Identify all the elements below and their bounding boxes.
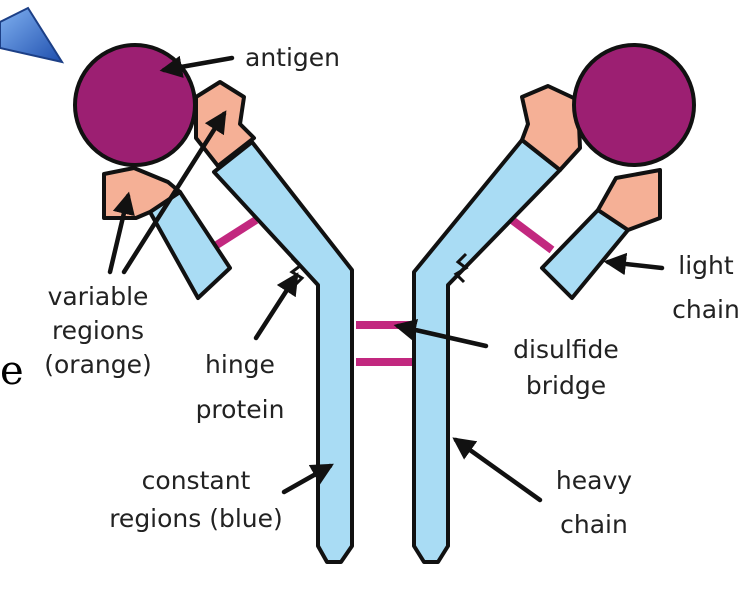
hinge-left [289, 256, 305, 288]
blue-pointer-arrow [0, 6, 65, 64]
pointer-constant [281, 463, 334, 495]
disulfide-bridge-right-arm [509, 216, 555, 254]
label-light-line2: chain [672, 295, 740, 324]
label-constant-line1: constant [142, 466, 251, 495]
label-variable-line3: (orange) [44, 350, 152, 379]
pointer-antigen [159, 55, 235, 78]
variable-region-right-light [596, 168, 662, 232]
label-antigen: antigen [245, 43, 340, 72]
label-constant-line2: regions (blue) [109, 504, 283, 533]
pointer-variable-heavy [121, 110, 227, 275]
label-hinge-line2: protein [196, 395, 285, 424]
pointer-hinge [253, 272, 299, 341]
antigen-right [572, 43, 696, 167]
label-disulfide-line2: bridge [526, 371, 606, 400]
heavy-chain-right [412, 138, 562, 564]
label-variable-line2: regions [52, 316, 144, 345]
label-pointers [107, 55, 665, 503]
pointer-light-chain [603, 252, 665, 276]
cut-off-edge-text: e [0, 348, 24, 394]
pointer-disulfide [393, 319, 489, 349]
antigen-left [73, 43, 197, 167]
pointer-variable-light [107, 191, 135, 275]
heavy-chain-left [212, 140, 354, 564]
hinge-right [453, 252, 469, 284]
pointer-heavy-chain [452, 437, 543, 503]
disulfide-bridge-left-arm [209, 216, 259, 252]
label-hinge-line1: hinge [205, 350, 275, 379]
label-heavy-line1: heavy [556, 466, 632, 495]
disulfide-bridges [209, 216, 555, 366]
label-light-line1: light [678, 251, 734, 280]
label-variable-line1: variable [48, 282, 149, 311]
variable-region-right-heavy [520, 84, 582, 172]
label-disulfide-line1: disulfide [513, 335, 619, 364]
label-heavy-line2: chain [560, 510, 628, 539]
